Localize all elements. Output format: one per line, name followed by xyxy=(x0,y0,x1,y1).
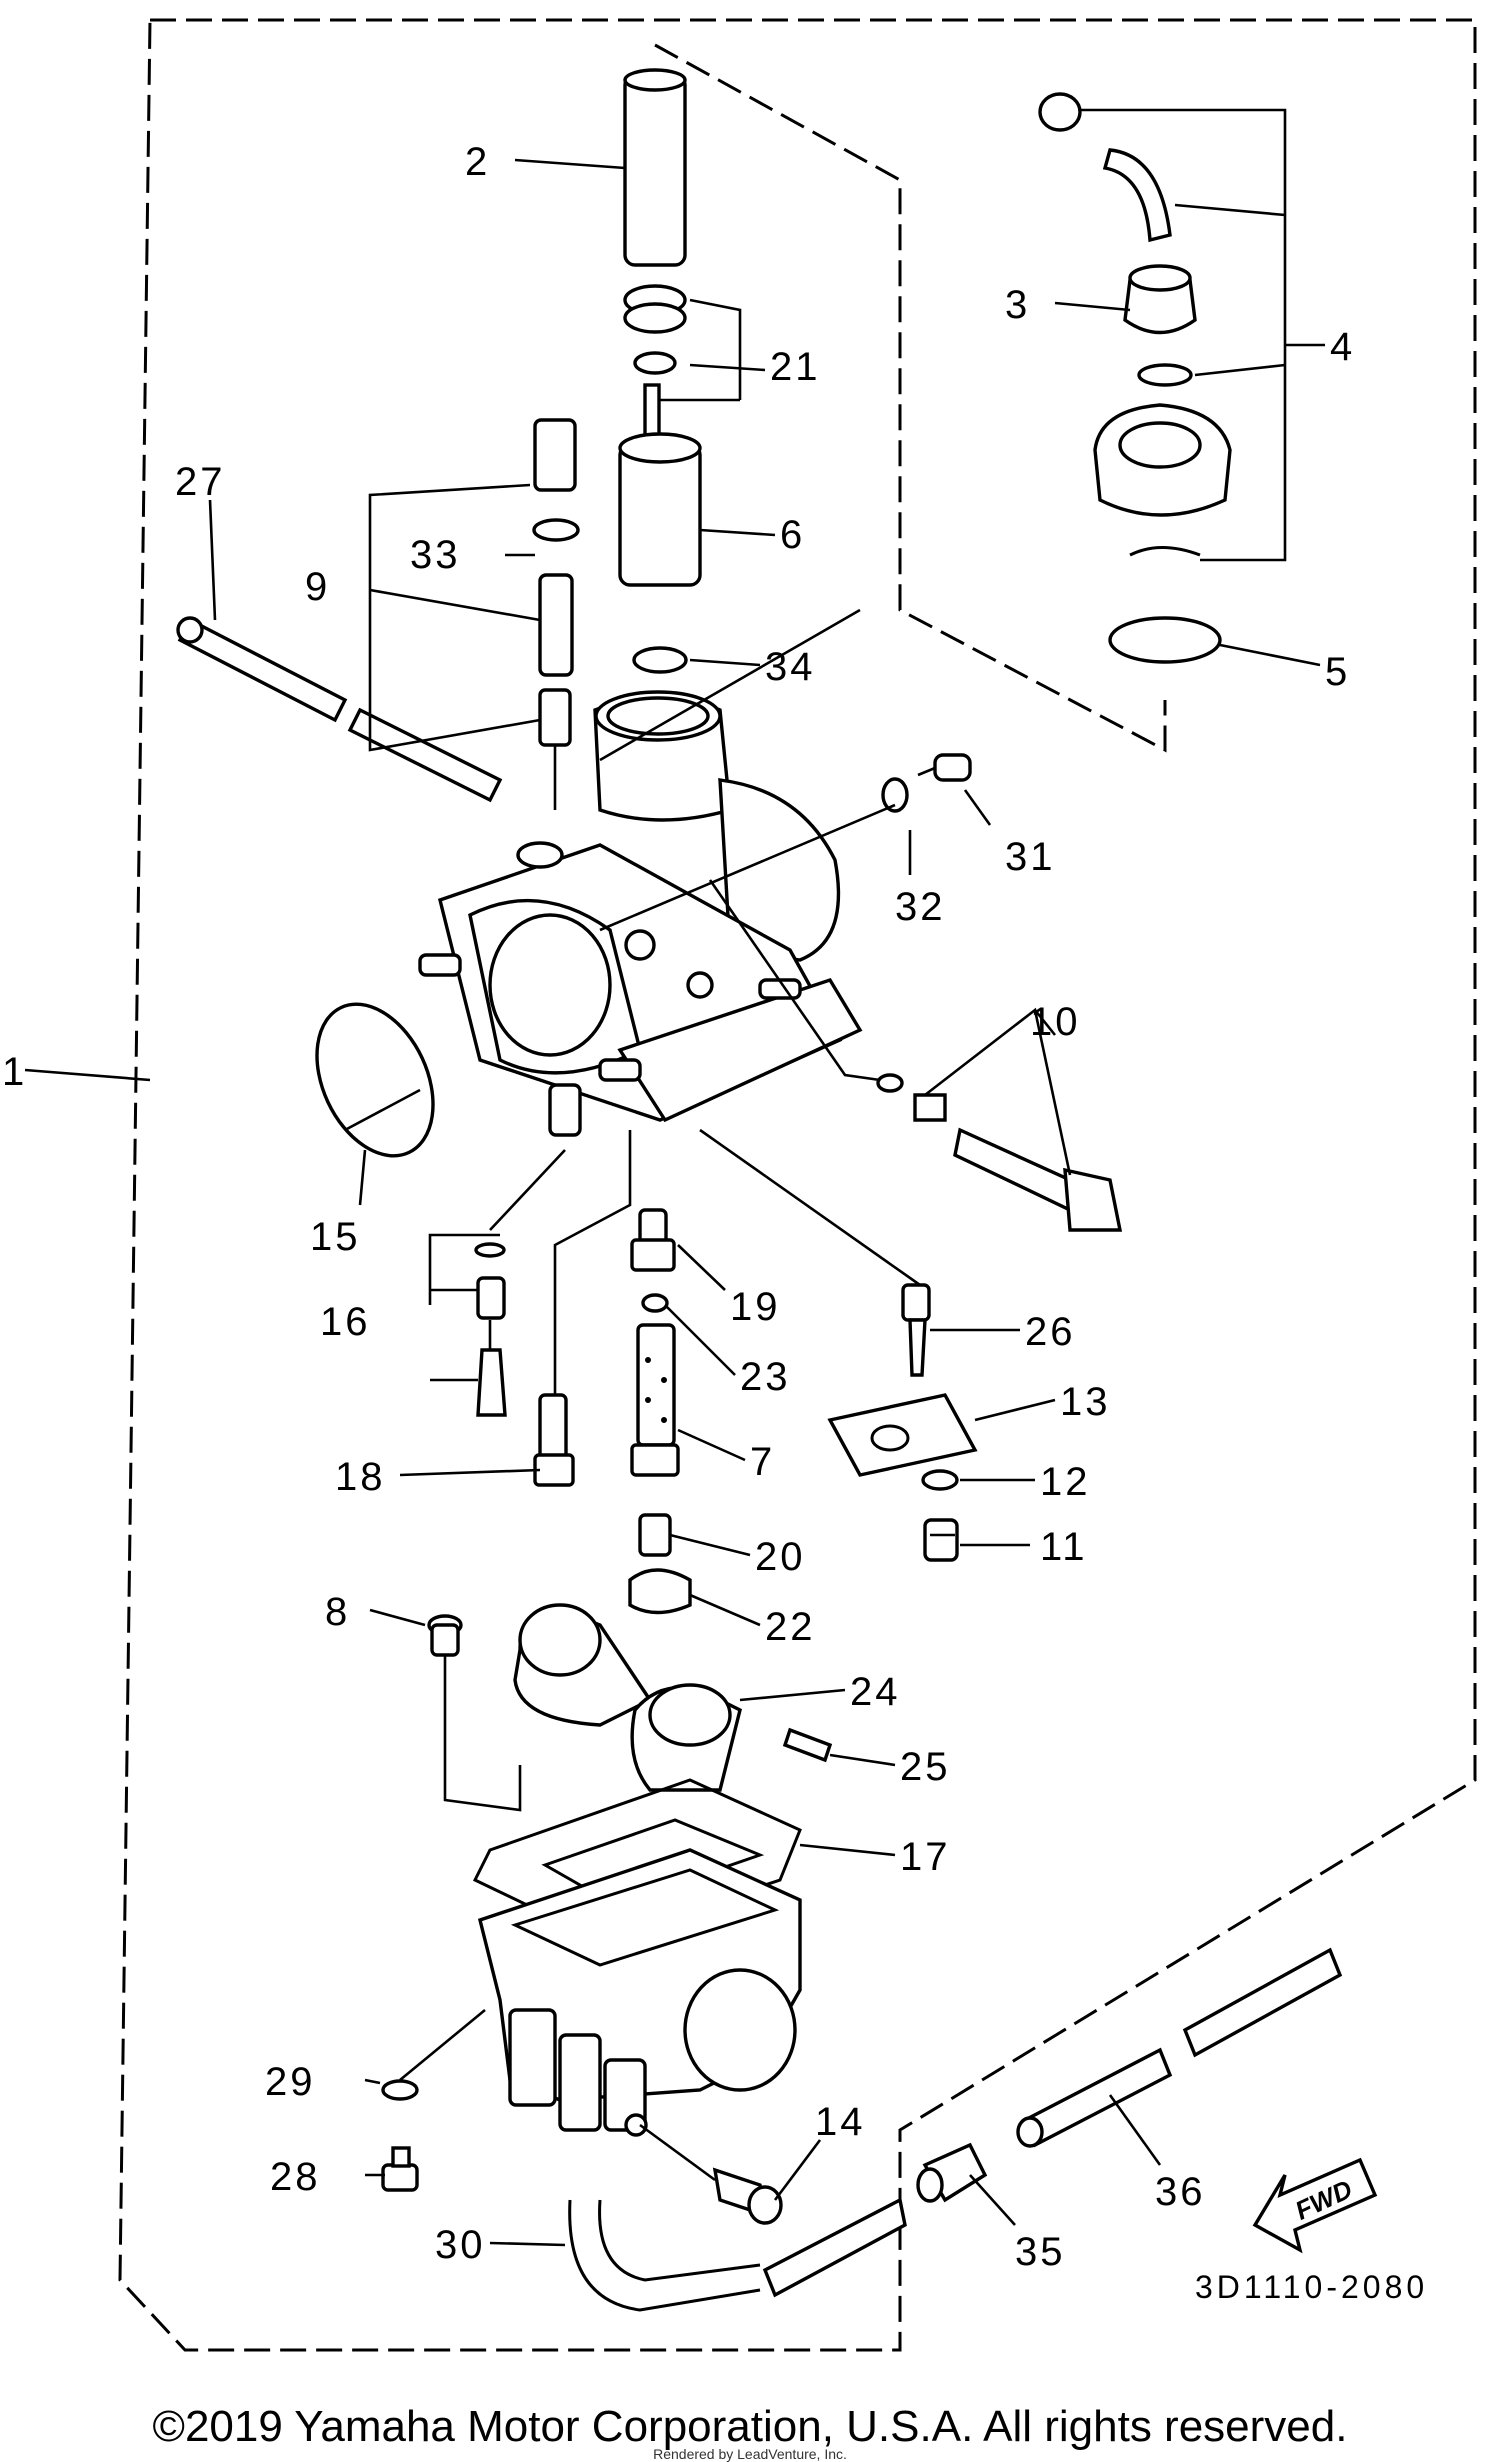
part-8-screw xyxy=(427,1614,463,1657)
callout-24: 24 xyxy=(850,1670,901,1714)
callout-16: 16 xyxy=(320,1300,371,1344)
callout-18: 18 xyxy=(335,1455,386,1499)
part-15-oring xyxy=(315,1002,435,1158)
callout-31: 31 xyxy=(1005,835,1056,879)
part-20-float-valve xyxy=(628,1513,692,1615)
callout-25: 25 xyxy=(900,1745,951,1789)
part-29-washer xyxy=(381,2079,419,2101)
part-4-choke-assembly xyxy=(1038,92,1232,557)
callout-20: 20 xyxy=(755,1535,806,1579)
callout-1: 1 xyxy=(2,1050,27,1094)
part-36-hose xyxy=(1016,1947,1343,2148)
subassembly-boundary xyxy=(654,43,1167,753)
callout-28: 28 xyxy=(270,2155,321,2199)
part-26-jet xyxy=(901,1283,931,1377)
part-31-screw xyxy=(917,753,972,782)
part-9-idle-screw xyxy=(532,418,580,810)
part-19-holder xyxy=(630,1208,676,1272)
callout-22: 22 xyxy=(765,1605,816,1649)
part-6-throttle-valve xyxy=(618,432,702,587)
part-30-hose xyxy=(568,2199,761,2312)
callout-6: 6 xyxy=(780,513,805,557)
part-16-needle-set xyxy=(474,1242,507,1417)
part-14-screw xyxy=(712,2167,783,2225)
part-23-oring xyxy=(641,1293,669,1313)
callout-35: 35 xyxy=(1015,2230,1066,2274)
callout-21: 21 xyxy=(770,345,821,389)
callout-labels: 1 2 3 4 5 6 7 8 9 10 11 12 13 14 15 16 1… xyxy=(2,140,1428,2305)
leader-lines xyxy=(24,108,1325,2247)
fwd-arrow-icon: FWD xyxy=(1252,2157,1378,2254)
callout-15: 15 xyxy=(310,1215,361,1259)
callout-9: 9 xyxy=(305,565,330,609)
callout-27: 27 xyxy=(175,460,226,504)
callout-33: 33 xyxy=(410,533,461,577)
part-7-needle-jet xyxy=(630,1323,680,1477)
part-32-oring xyxy=(881,777,909,813)
part-10-air-screw xyxy=(876,1073,1123,1232)
callout-8: 8 xyxy=(325,1590,350,1634)
part-18-jet xyxy=(533,1393,575,1487)
part-21-clip xyxy=(623,284,687,457)
part-28-screw xyxy=(381,2146,419,2192)
callout-34: 34 xyxy=(765,645,816,689)
part-11-screw xyxy=(923,1518,959,1562)
part-24-float xyxy=(513,1603,742,1792)
callout-30: 30 xyxy=(435,2223,486,2267)
callout-11: 11 xyxy=(1040,1525,1088,1569)
callout-19: 19 xyxy=(730,1285,781,1329)
callout-23: 23 xyxy=(740,1355,791,1399)
part-25-pin xyxy=(782,1727,833,1763)
callout-5: 5 xyxy=(1325,650,1350,694)
render-watermark: Rendered by LeadVenture, Inc. xyxy=(653,2446,847,2462)
callout-7: 7 xyxy=(750,1440,775,1484)
part-34-washer xyxy=(632,646,688,674)
callout-13: 13 xyxy=(1060,1380,1111,1424)
part-27-pipe xyxy=(176,616,503,803)
callout-17: 17 xyxy=(900,1835,951,1879)
diagram-code: 3D1110-2080 xyxy=(1195,2269,1428,2305)
float-bowl xyxy=(477,1848,802,2137)
callout-10: 10 xyxy=(1030,1000,1081,1044)
callout-2: 2 xyxy=(465,140,490,184)
callout-14: 14 xyxy=(815,2100,866,2144)
callout-26: 26 xyxy=(1025,1310,1076,1354)
callout-36: 36 xyxy=(1155,2170,1206,2214)
copyright-footer: ©2019 Yamaha Motor Corporation, U.S.A. A… xyxy=(152,2402,1348,2451)
assembly-boundary xyxy=(118,18,1477,2352)
callout-29: 29 xyxy=(265,2060,316,2104)
part-5-gasket xyxy=(1108,616,1222,664)
part-13-gasket xyxy=(827,1393,978,1477)
part-2-tube xyxy=(623,68,687,267)
carburetor-body xyxy=(418,690,863,1137)
callout-3: 3 xyxy=(1005,283,1030,327)
part-30-hose-end xyxy=(762,2197,907,2298)
callout-32: 32 xyxy=(895,885,946,929)
part-35-fitting xyxy=(916,2142,988,2203)
callout-12: 12 xyxy=(1040,1460,1091,1504)
part-12-washer xyxy=(921,1469,959,1491)
callout-4: 4 xyxy=(1330,325,1355,369)
